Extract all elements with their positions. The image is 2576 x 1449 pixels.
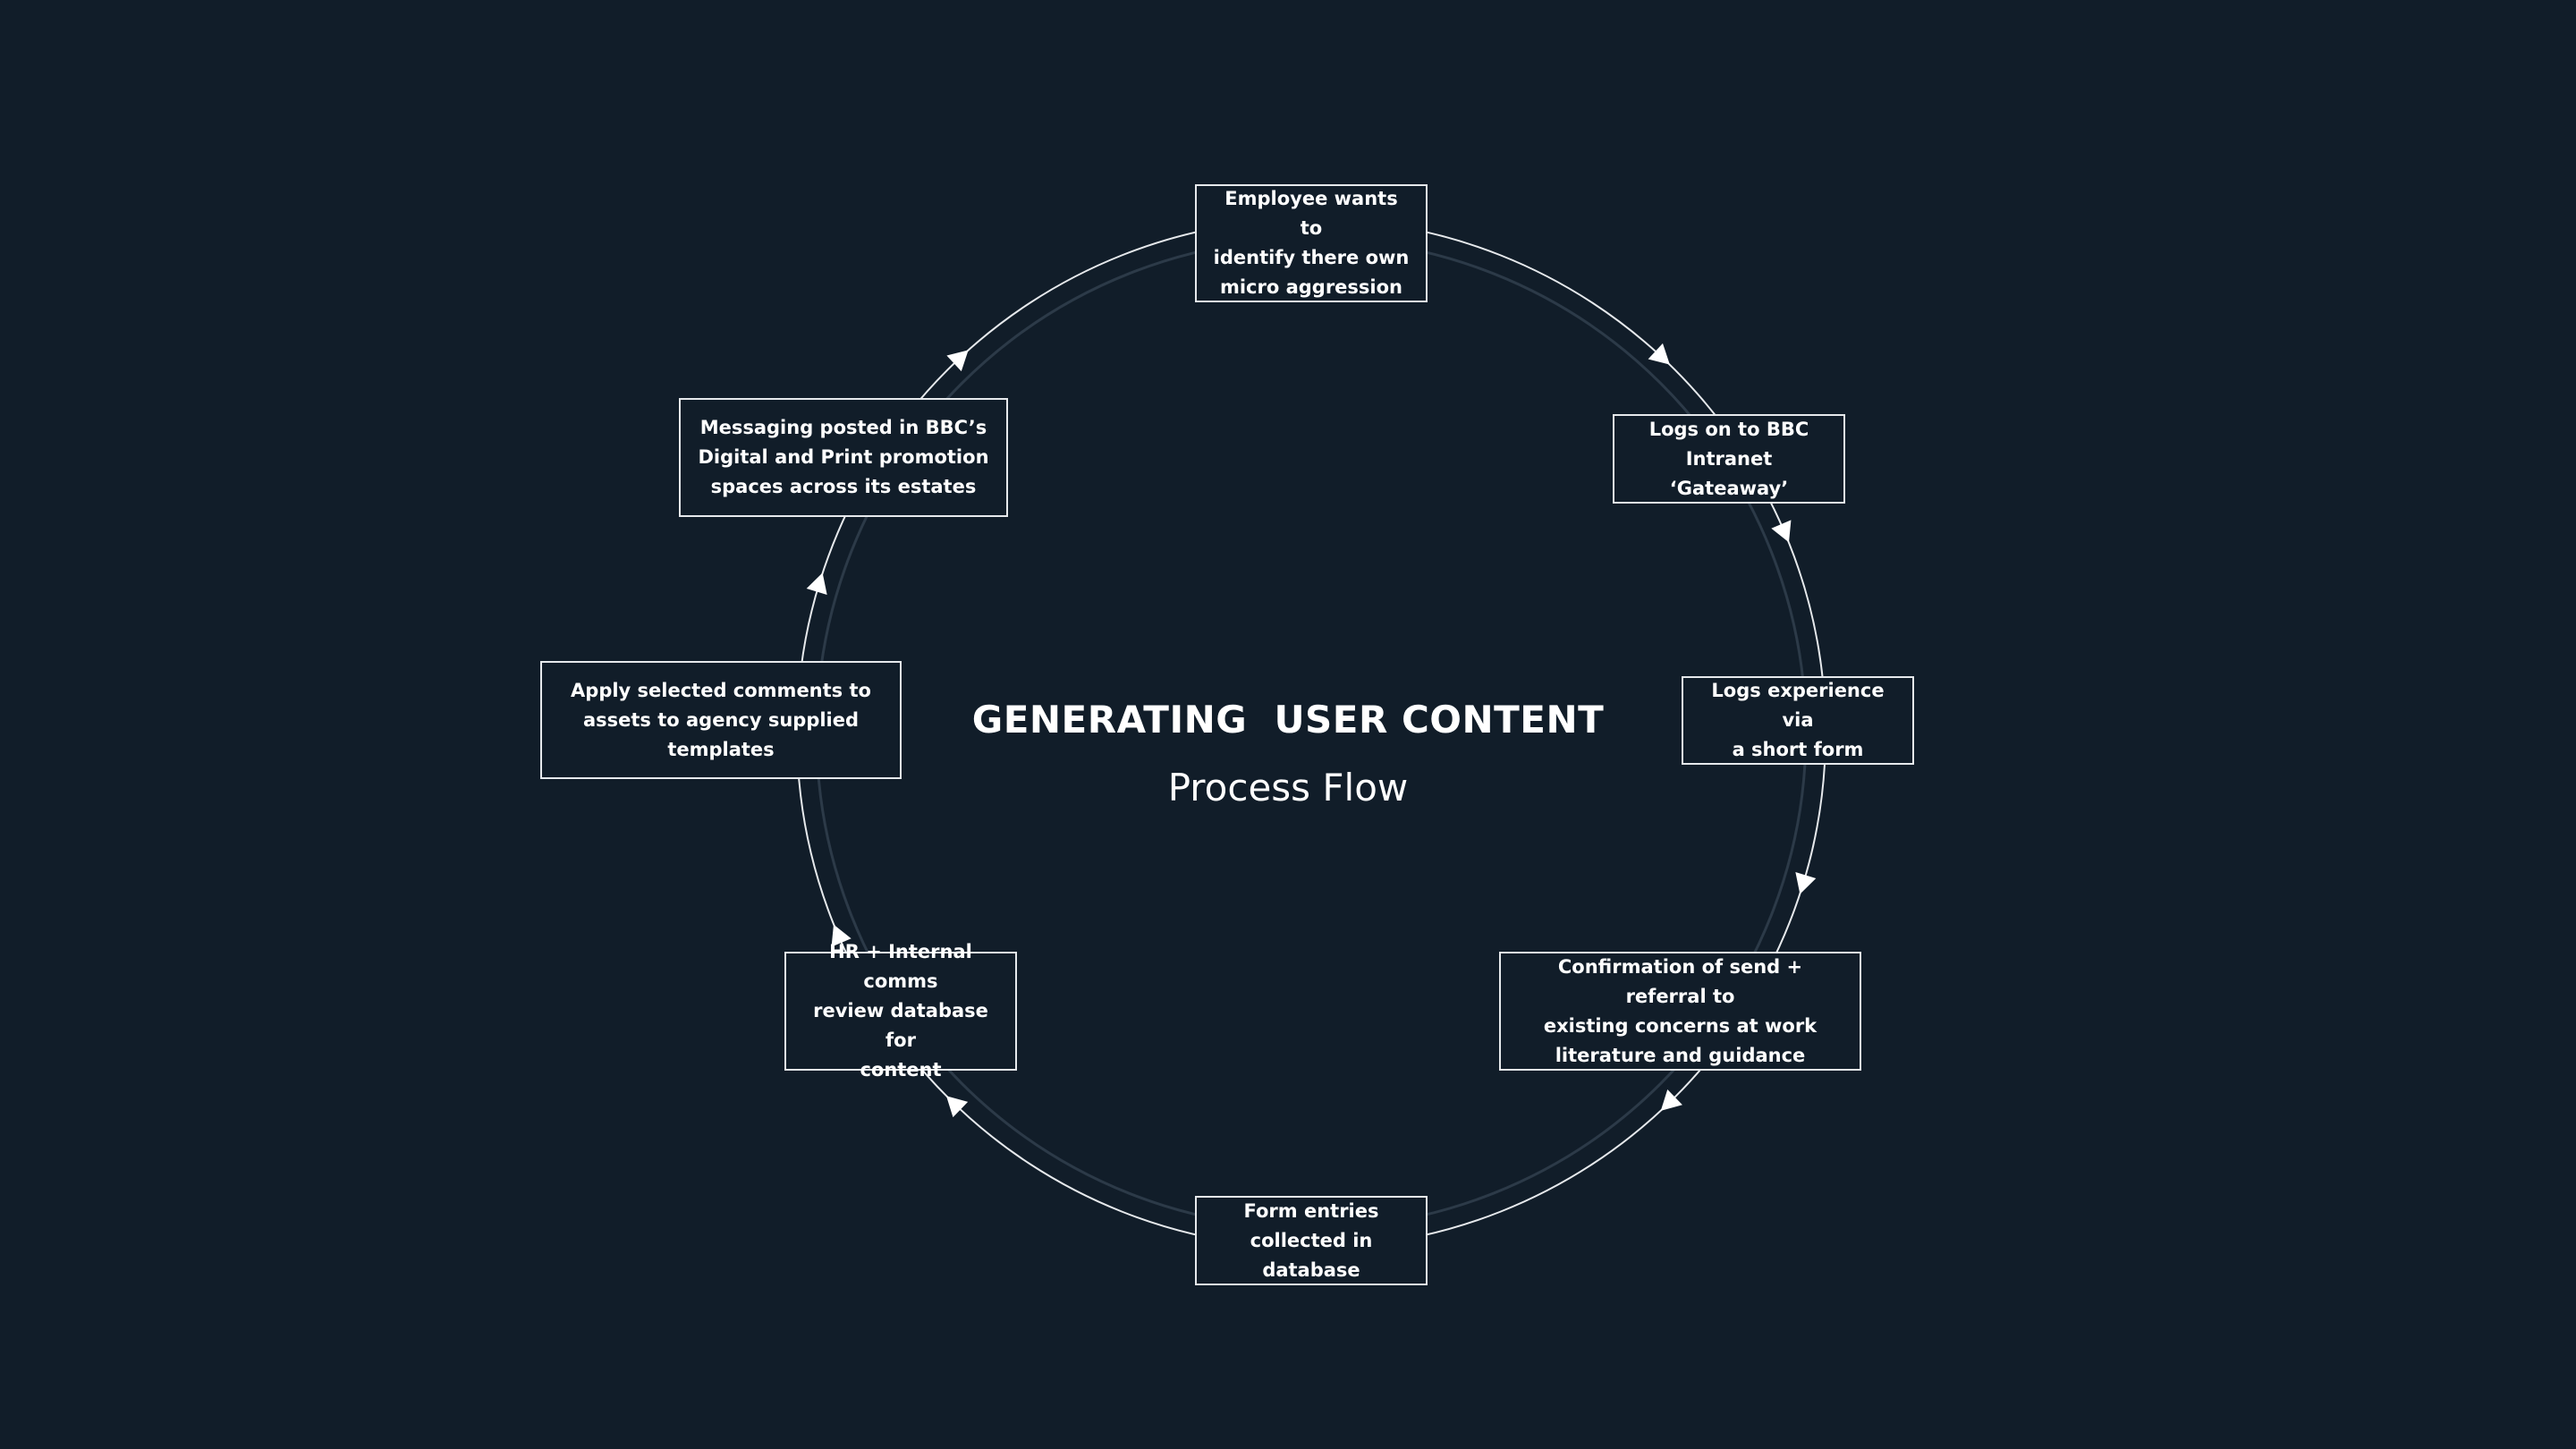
step-8-box: Messaging posted in BBC’s Digital and Pr… — [679, 398, 1008, 517]
step-6-box: HR + Internal comms review database for … — [784, 941, 1017, 1080]
step-2-box: Logs on to BBC Intranet ‘Gateaway’ — [1613, 414, 1845, 504]
arrowhead-icon-7 — [806, 572, 827, 595]
step-8-label: Messaging posted in BBC’s Digital and Pr… — [698, 417, 989, 497]
step-2-label: Logs on to BBC Intranet ‘Gateaway’ — [1648, 418, 1809, 499]
step-4-label: Confirmation of send + referral to exist… — [1543, 955, 1818, 1066]
step-4-box: Confirmation of send + referral to exist… — [1499, 952, 1861, 1071]
diagram-subtitle: Process Flow — [1167, 766, 1409, 809]
arrowhead-icon-8 — [946, 350, 969, 372]
arrowhead-icon-4 — [1660, 1089, 1682, 1111]
diagram-title: GENERATING USER CONTENT — [971, 698, 1605, 741]
step-1-box: Employee wants to identify there own mic… — [1195, 184, 1428, 302]
flow-arrows — [806, 343, 1817, 1118]
arrowhead-icon-1 — [1648, 343, 1670, 365]
step-7-box: Apply selected comments to assets to age… — [540, 661, 902, 779]
step-3-box: Logs experience via a short form — [1682, 676, 1914, 765]
step-5-label: Form entries collected in database — [1243, 1199, 1379, 1281]
step-1-label: Employee wants to identify there own mic… — [1213, 188, 1410, 298]
step-5-box: Form entries collected in database — [1195, 1196, 1428, 1285]
arrowhead-icon-2 — [1771, 520, 1792, 543]
arrowhead-icon-5 — [945, 1096, 969, 1118]
arrowhead-icon-6 — [831, 924, 852, 947]
step-7-label: Apply selected comments to assets to age… — [571, 679, 871, 760]
step-3-label: Logs experience via a short form — [1711, 680, 1885, 760]
arrowhead-icon-3 — [1795, 872, 1817, 894]
step-6-label: HR + Internal comms review database for … — [813, 941, 988, 1080]
